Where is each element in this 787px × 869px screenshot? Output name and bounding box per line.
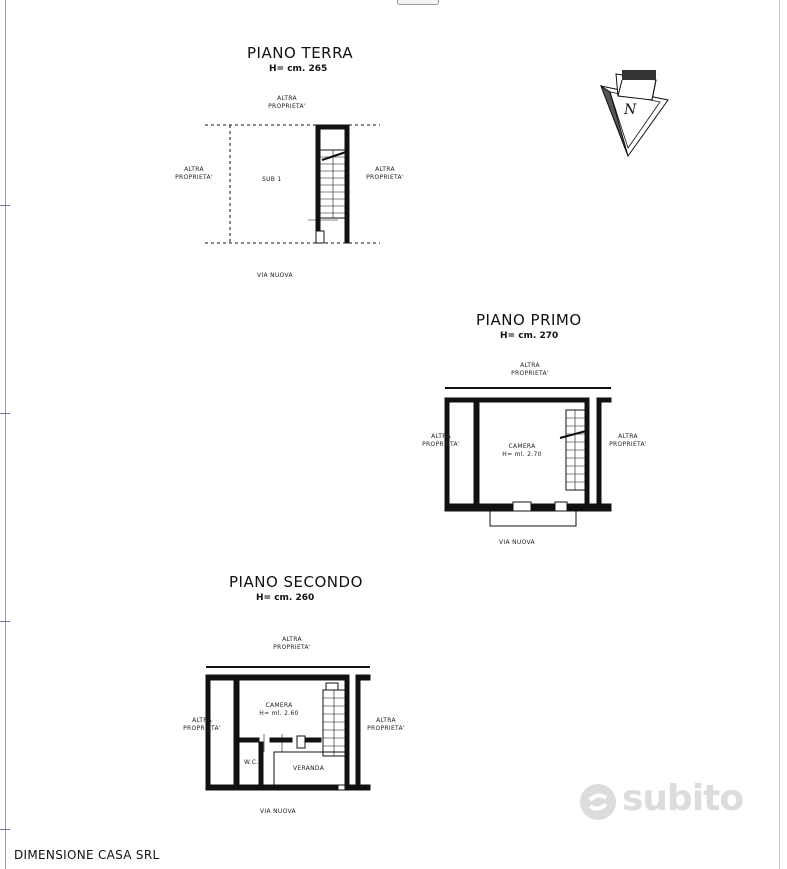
second-street-label: VIA NUOVA xyxy=(260,808,296,815)
first-floor-plan xyxy=(444,387,612,527)
ground-floor-height: H= cm. 265 xyxy=(269,64,328,74)
north-letter: N xyxy=(624,102,637,118)
second-wall-top xyxy=(238,674,346,681)
watermark-text: subito xyxy=(622,778,744,819)
company-name: DIMENSIONE CASA SRL xyxy=(14,848,160,862)
first-stair-steps xyxy=(566,410,585,490)
first-street-label: VIA NUOVA xyxy=(499,539,535,546)
ground-floor-plan xyxy=(205,124,380,244)
second-wc-wall xyxy=(238,737,260,743)
first-wall-top xyxy=(478,397,586,403)
second-wc-label: W.C. xyxy=(244,759,259,766)
second-veranda-label: VERANDA xyxy=(293,765,325,772)
ground-wall-top xyxy=(315,124,350,130)
sheet-border-right xyxy=(779,0,780,869)
ruler-tick xyxy=(0,413,10,414)
first-door xyxy=(554,501,568,512)
second-floor-height: H= cm. 260 xyxy=(256,593,315,603)
ruler-tick xyxy=(0,205,10,206)
north-arrow-icon xyxy=(599,70,669,158)
second-wall-left xyxy=(233,674,240,786)
top-tab xyxy=(397,0,439,5)
second-stair-steps xyxy=(323,690,345,756)
ground-wall-left xyxy=(315,124,321,244)
ruler-tick xyxy=(0,621,10,622)
first-wall-left xyxy=(473,397,480,505)
sheet-border-left xyxy=(5,0,6,869)
subito-watermark: subito xyxy=(578,778,748,824)
ground-door xyxy=(315,230,325,244)
ground-street-label: VIA NUOVA xyxy=(257,272,293,279)
second-veranda-room xyxy=(273,751,346,786)
first-floor-title: PIANO PRIMO xyxy=(476,311,582,329)
ground-unit-label: SUB 1 xyxy=(262,176,282,183)
ground-stair xyxy=(319,149,346,219)
second-wall-right xyxy=(344,674,350,786)
first-floor-height: H= cm. 270 xyxy=(500,331,559,341)
ruler-tick xyxy=(0,829,10,830)
ground-stair-cut xyxy=(321,151,347,161)
first-window xyxy=(512,501,532,512)
first-balcony xyxy=(489,510,577,527)
first-stair-cut xyxy=(559,430,587,439)
ground-floor-title: PIANO TERRA xyxy=(247,44,354,62)
ground-wall-right xyxy=(344,124,350,244)
subito-logo-icon xyxy=(580,784,616,820)
second-floor-plan xyxy=(205,666,371,791)
second-floor-title: PIANO SECONDO xyxy=(229,573,363,591)
first-wall-right xyxy=(584,397,590,505)
